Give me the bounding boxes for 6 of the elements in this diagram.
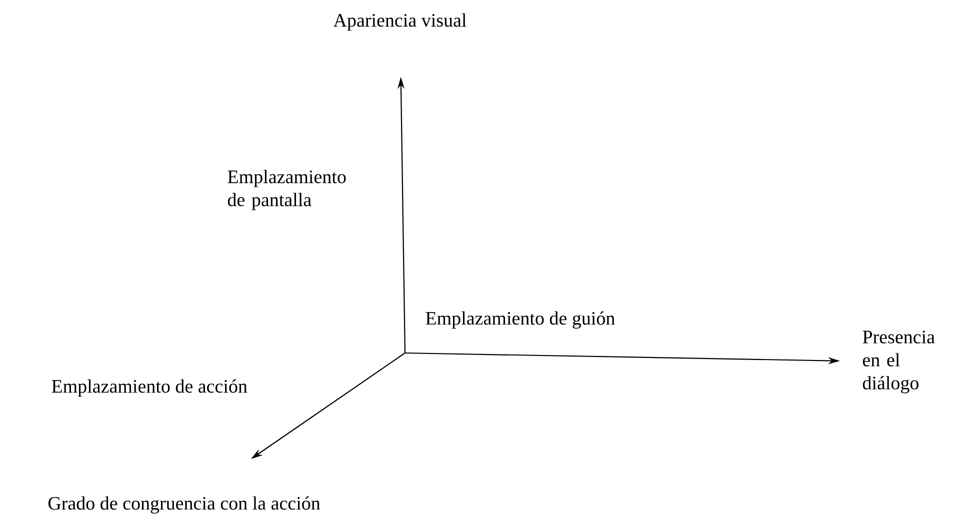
axis-label: Apariencia visual	[333, 13, 466, 31]
axis-label: Presencia en el diálogo	[862, 330, 935, 394]
axis-name: Emplazamiento de guión	[426, 311, 615, 329]
axis-name: Emplazamiento de pantalla	[228, 170, 346, 210]
axis-label: Grado de congruencia con la acción	[48, 496, 320, 514]
axis-name: Emplazamiento de acción	[52, 379, 248, 397]
